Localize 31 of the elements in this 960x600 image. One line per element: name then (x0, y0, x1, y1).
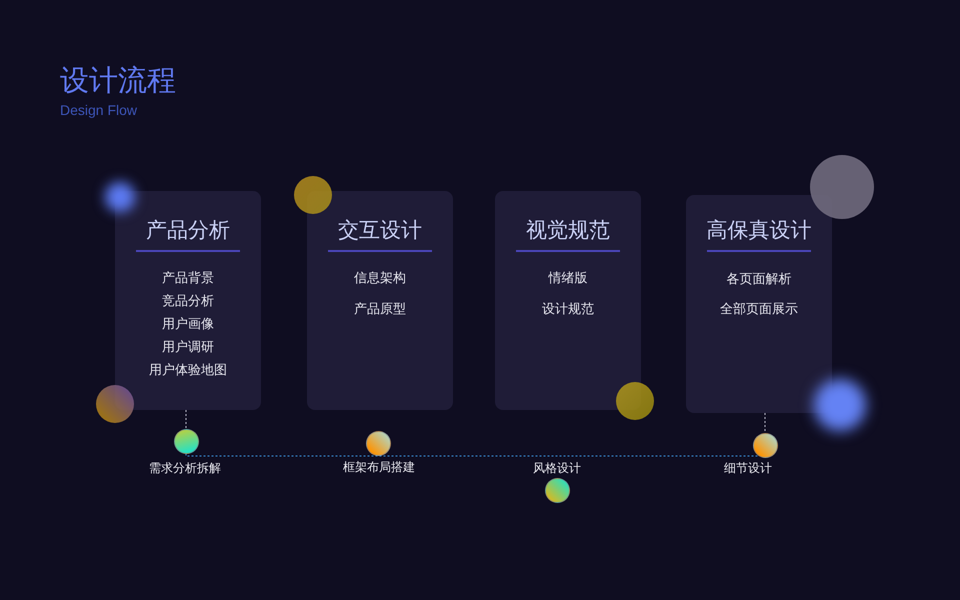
step-label: 风格设计 (533, 460, 581, 476)
list-item: 用户调研 (162, 339, 214, 357)
list-item: 信息架构 (354, 270, 406, 288)
list-item: 全部页面展示 (720, 301, 798, 319)
list-item: 用户画像 (162, 316, 214, 334)
list-item: 各页面解析 (726, 271, 792, 289)
list-item: 产品原型 (354, 301, 406, 319)
list-item: 产品背景 (162, 270, 214, 288)
list-item: 用户体验地图 (149, 362, 227, 380)
timeline-dot (752, 432, 778, 458)
timeline-line (186, 453, 760, 456)
card-title: 产品分析 (146, 217, 230, 244)
card-title: 视觉规范 (526, 217, 610, 244)
subtitle: Design Flow (60, 101, 138, 119)
card-title: 交互设计 (338, 217, 422, 244)
title: 设计流程 (60, 62, 176, 98)
timeline-dot (174, 428, 198, 454)
step-card (115, 191, 261, 410)
timeline-dot (544, 478, 570, 502)
step-card (686, 195, 832, 413)
step-label: 框架布局搭建 (343, 459, 415, 475)
list-item: 设计规范 (542, 301, 594, 319)
card-title: 高保真设计 (706, 217, 812, 244)
step-card (495, 191, 641, 410)
list-item: 情绪版 (548, 270, 588, 288)
step-card (307, 191, 453, 410)
step-label: 细节设计 (724, 460, 772, 476)
timeline-dot (366, 430, 390, 456)
connector-line (764, 412, 766, 433)
step-label: 需求分析拆解 (149, 460, 221, 476)
list-item: 竞品分析 (162, 293, 214, 311)
